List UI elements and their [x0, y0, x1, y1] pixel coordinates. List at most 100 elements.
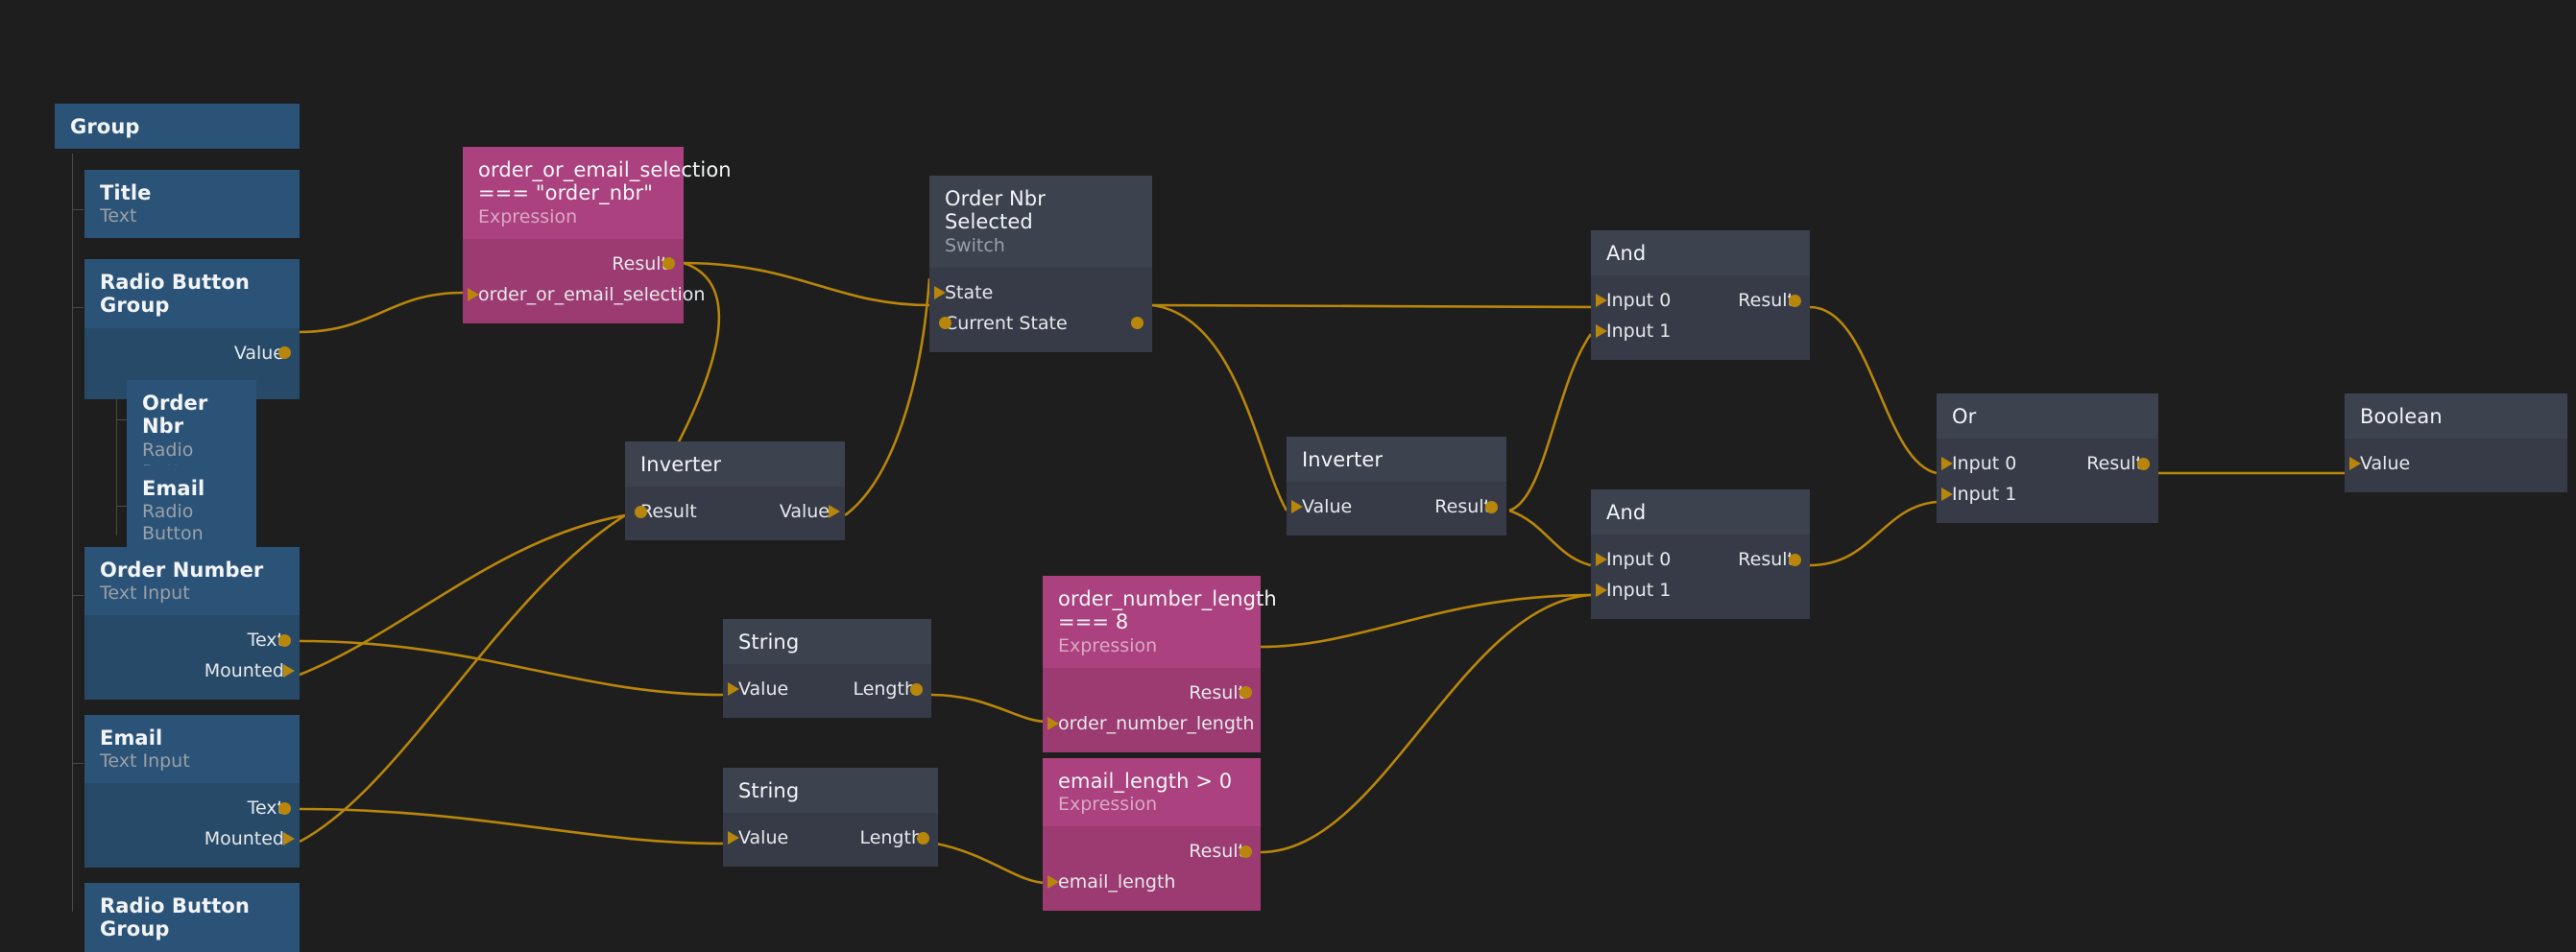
port-result-out[interactable]: Result [1058, 678, 1252, 708]
switch-node-subtitle: Switch [945, 234, 1005, 256]
expression-node-selection-body: Result order_or_email_selection [463, 238, 705, 323]
string-node-email[interactable]: String Value Length [723, 768, 938, 868]
port-value-label: Value [233, 342, 284, 364]
inverter-node-left-title: Inverter [640, 453, 722, 476]
inverter-node-left[interactable]: Inverter Result Value [625, 441, 845, 541]
port-state-in[interactable]: State [934, 277, 1137, 308]
port-mounted-in[interactable]: Mounted [100, 655, 295, 686]
port-result-label: Result [1189, 841, 1245, 863]
port-dot-icon[interactable] [1484, 500, 1498, 513]
port-arrow-icon[interactable] [1596, 583, 1607, 598]
port-value-out[interactable]: Value [100, 338, 291, 369]
port-dot-icon[interactable] [938, 317, 951, 330]
port-input-1[interactable]: Input 1 [1941, 479, 2143, 510]
port-arrow-icon[interactable] [829, 505, 840, 519]
port-dot-icon[interactable] [2136, 457, 2150, 470]
port-input-0[interactable]: Input 0 Result [1596, 544, 1801, 575]
port-input-0[interactable]: Input 0 Result [1596, 285, 1801, 316]
port-dot-icon[interactable] [662, 257, 675, 271]
port-expression-var-in[interactable]: email_length [1047, 867, 1245, 897]
port-result-label: Result [1189, 681, 1245, 703]
port-arrow-icon[interactable] [1596, 294, 1607, 308]
or-node[interactable]: Or Input 0 Result Input 1 [1937, 393, 2158, 524]
port-dot-icon[interactable] [1130, 317, 1144, 330]
string-node-order[interactable]: String Value Length [723, 619, 931, 719]
port-dot-icon[interactable] [1788, 553, 1801, 566]
port-dot-icon[interactable] [277, 801, 291, 815]
expression-node-email-length[interactable]: email_length > 0 Expression Result email… [1043, 758, 1261, 912]
port-current-state[interactable]: Current State [938, 308, 1144, 339]
port-input-0[interactable]: Input 0 Result [1941, 448, 2150, 479]
port-result-out[interactable]: Result [478, 249, 675, 279]
port-text-out[interactable]: Text [100, 625, 291, 655]
tree-node-title-label: Title [100, 181, 152, 204]
port-arrow-icon[interactable] [468, 287, 479, 301]
port-arrow-icon[interactable] [934, 285, 946, 299]
tree-rail-email [72, 763, 84, 764]
port-dot-icon[interactable] [277, 346, 291, 360]
port-arrow-icon[interactable] [728, 682, 739, 697]
tree-node-order-number-label: Order Number [100, 559, 264, 582]
port-arrow-icon[interactable] [1596, 324, 1607, 339]
port-dot-icon[interactable] [916, 831, 929, 845]
port-arrow-icon[interactable] [1941, 457, 1953, 471]
port-result-label: Result [640, 501, 697, 523]
tree-node-email-radio[interactable]: Email Radio Button [127, 465, 256, 556]
port-dot-icon[interactable] [1788, 294, 1801, 307]
port-arrow-icon[interactable] [1047, 875, 1059, 890]
or-node-header: Or [1937, 393, 2158, 440]
tree-node-title[interactable]: Title Text [84, 170, 300, 239]
string-node-order-title: String [738, 631, 800, 654]
tree-node-email-radio-type: Radio Button [142, 501, 204, 545]
expression-node-order-length-title: order_number_length === 8 [1058, 587, 1277, 634]
boolean-node[interactable]: Boolean Value [2345, 393, 2567, 493]
port-input-1[interactable]: Input 1 [1596, 575, 1794, 606]
tree-node-radio-button-group-2[interactable]: Radio Button Group [84, 883, 300, 952]
inverter-node-right-title: Inverter [1302, 448, 1384, 471]
port-value-in[interactable]: Value [2349, 448, 2552, 479]
tree-node-radio-button-group-header: Radio Button Group [84, 259, 300, 328]
tree-node-order-number[interactable]: Order Number Text Input Text Mounted [84, 547, 300, 701]
port-arrow-icon[interactable] [283, 832, 295, 846]
port-arrow-icon[interactable] [1291, 500, 1303, 514]
port-value-in[interactable]: Value Result [1291, 491, 1498, 522]
switch-node-header: Order Nbr Selected Switch [929, 176, 1152, 268]
port-mounted-in[interactable]: Mounted [100, 823, 295, 854]
tree-rail-emailradio [116, 506, 130, 507]
port-expression-var-in[interactable]: order_number_length [1047, 708, 1254, 739]
switch-node-order-nbr-selected[interactable]: Order Nbr Selected Switch State Current … [929, 176, 1152, 352]
tree-node-group-header: Group [55, 104, 300, 150]
and-node-bottom[interactable]: And Input 0 Result Input 1 [1591, 489, 1810, 620]
port-value-in[interactable]: Value Length [728, 822, 929, 853]
port-arrow-icon[interactable] [2349, 457, 2361, 471]
port-input-0-label: Input 0 [1952, 453, 2017, 475]
tree-node-radio-button-group[interactable]: Radio Button Group Value [84, 259, 300, 399]
tree-node-email-input[interactable]: Email Text Input Text Mounted [84, 715, 300, 869]
tree-node-group-title: Group [70, 115, 140, 138]
port-arrow-icon[interactable] [1941, 488, 1953, 502]
port-value-in[interactable]: Value Length [728, 674, 923, 704]
port-input-1[interactable]: Input 1 [1596, 316, 1794, 346]
tree-node-email-input-label: Email [100, 726, 163, 750]
port-result-label: Result [1738, 290, 1794, 312]
port-dot-icon[interactable] [1239, 845, 1252, 858]
port-arrow-icon[interactable] [728, 831, 739, 845]
port-dot-icon[interactable] [277, 633, 291, 647]
port-result-out[interactable]: Result [1058, 836, 1252, 867]
port-dot-icon[interactable] [909, 682, 923, 696]
port-text-out[interactable]: Text [100, 793, 291, 823]
port-result-out[interactable]: Result Value [634, 496, 840, 527]
and-node-top[interactable]: And Input 0 Result Input 1 [1591, 230, 1810, 361]
tree-node-group[interactable]: Group [55, 104, 300, 150]
port-dot-icon[interactable] [634, 505, 647, 518]
port-arrow-icon[interactable] [283, 664, 295, 678]
expression-node-order-length[interactable]: order_number_length === 8 Expression Res… [1043, 576, 1277, 752]
port-dot-icon[interactable] [1239, 686, 1252, 700]
expression-node-selection[interactable]: order_or_email_selection === "order_nbr"… [463, 147, 732, 323]
port-result-label: Result [1738, 549, 1794, 571]
port-expression-var-in[interactable]: order_or_email_selection [468, 279, 705, 310]
port-arrow-icon[interactable] [1047, 716, 1059, 730]
inverter-node-right[interactable]: Inverter Value Result [1287, 437, 1506, 536]
port-arrow-icon[interactable] [1596, 553, 1607, 567]
